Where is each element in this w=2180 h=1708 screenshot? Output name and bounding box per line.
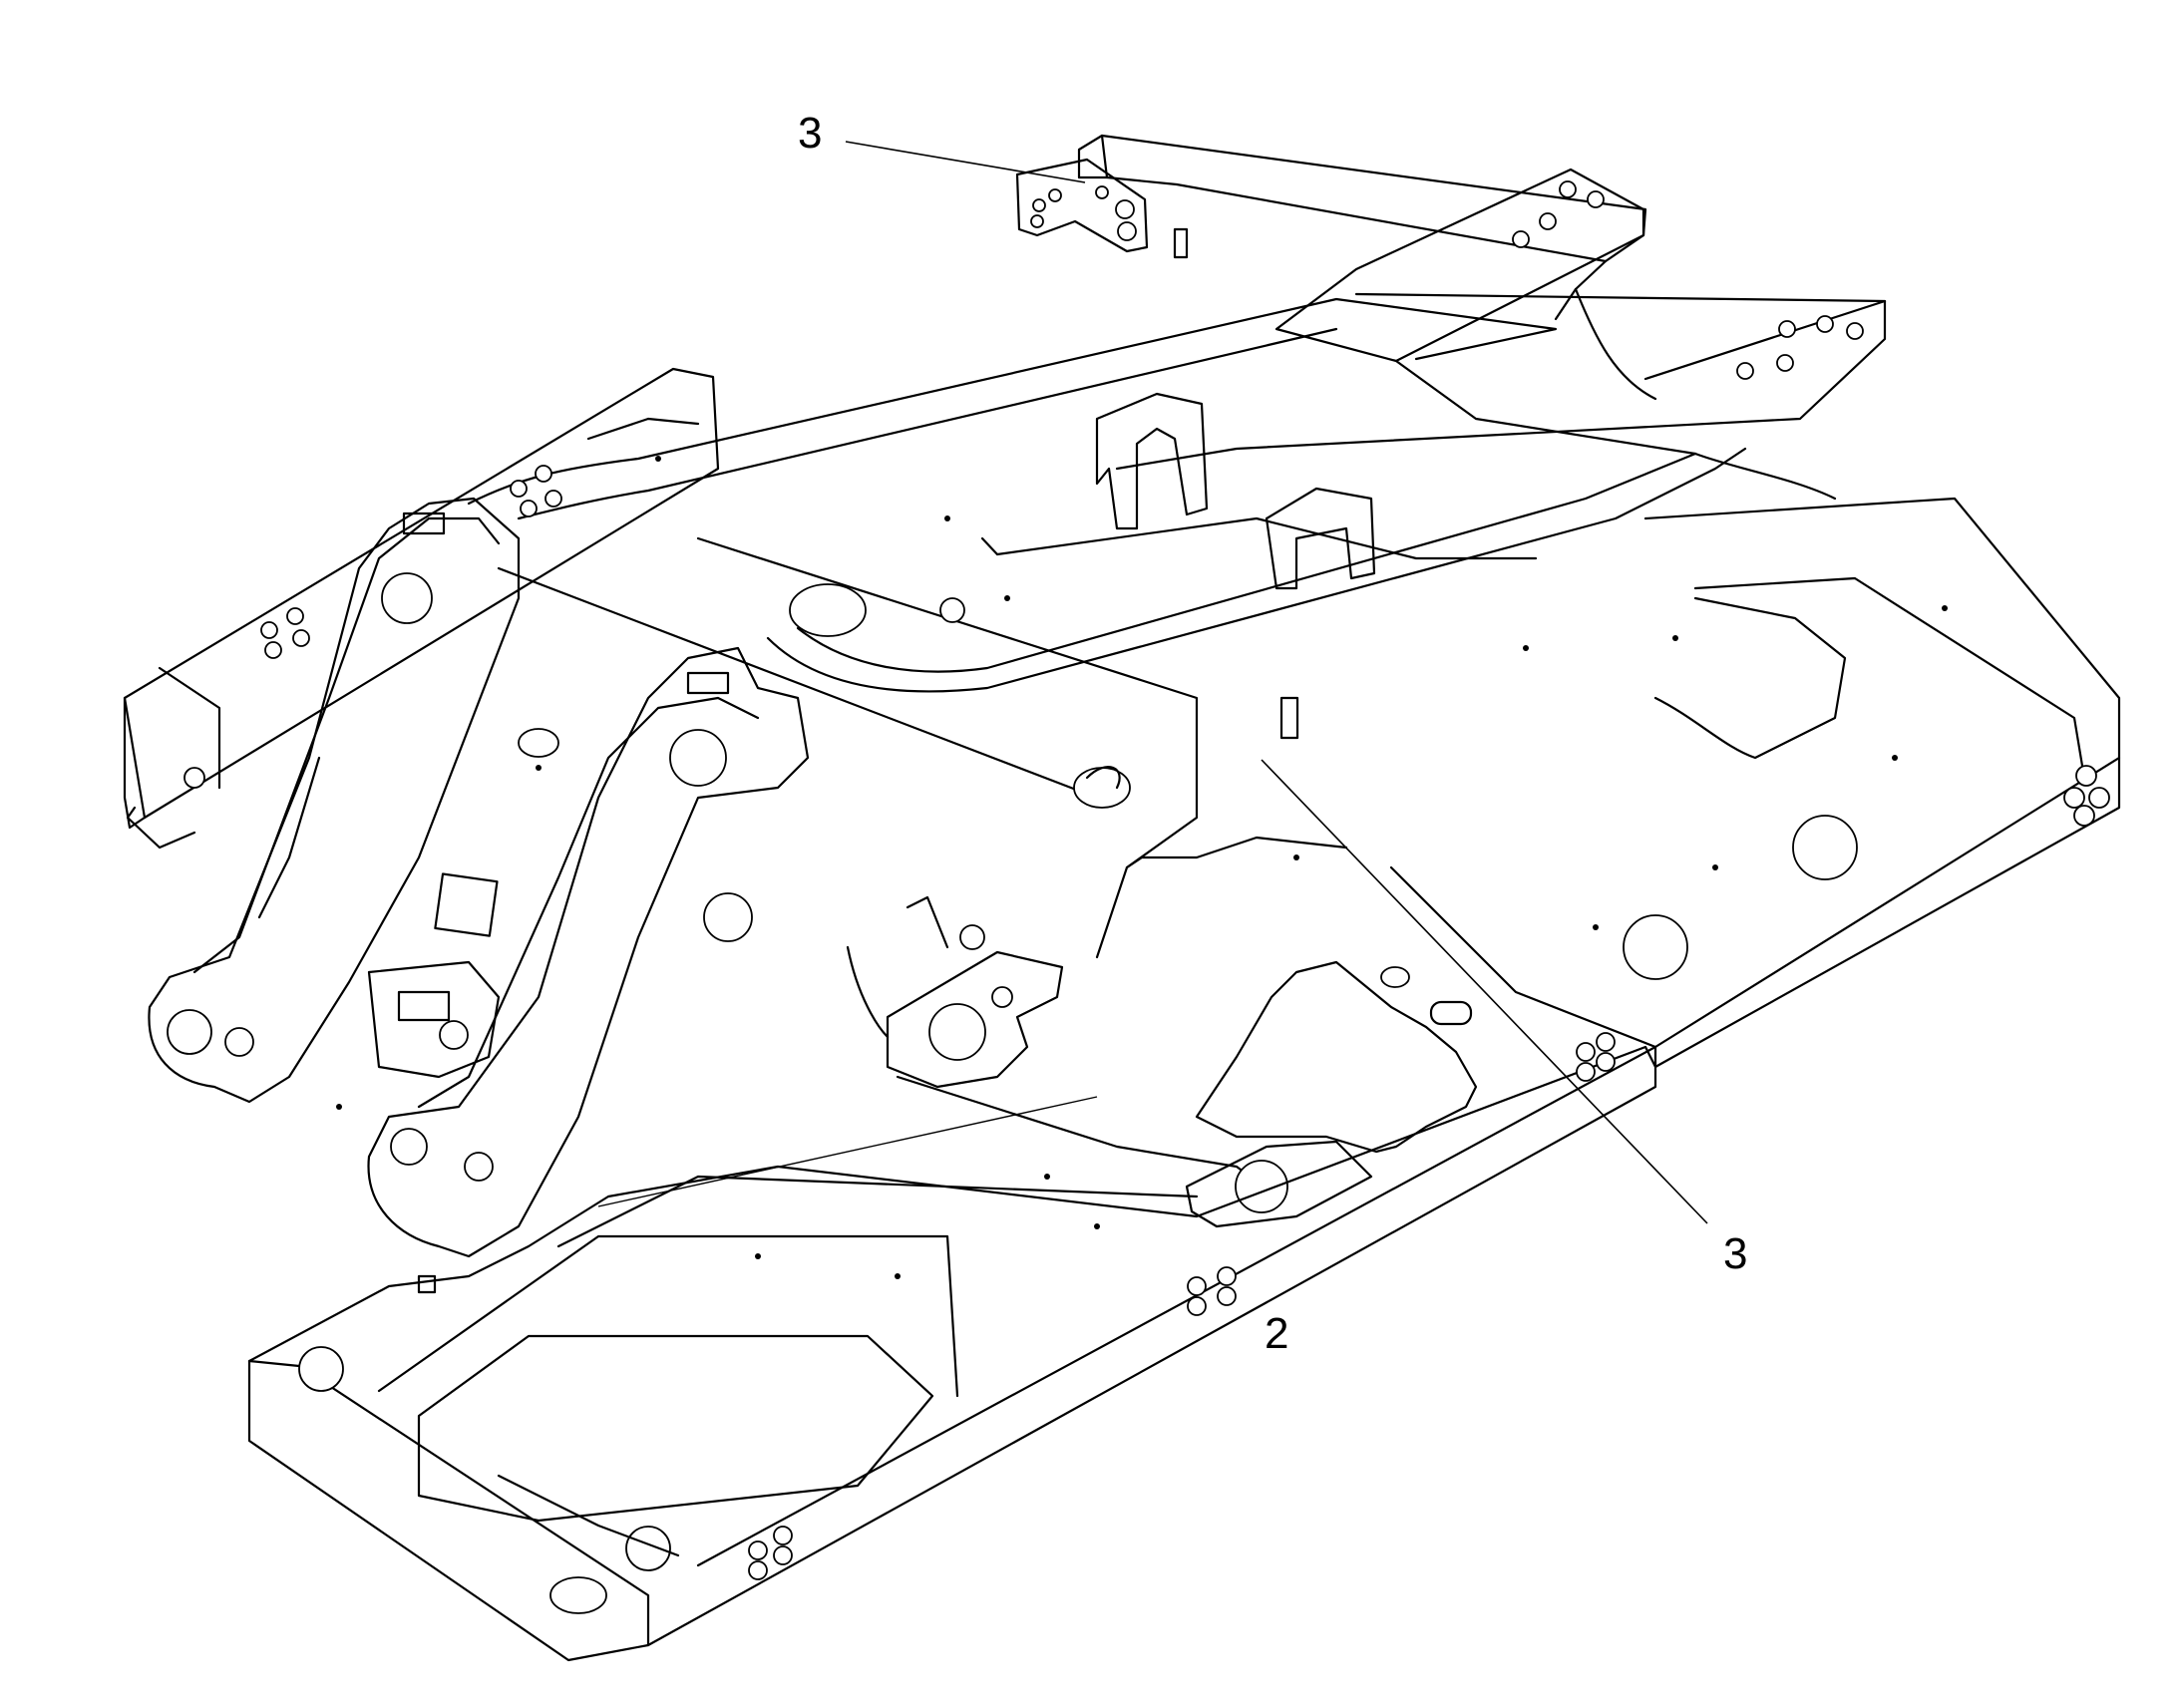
fastener-dots — [336, 456, 1948, 1279]
rear-upper-beam — [1077, 134, 1657, 401]
left-outer-tower — [148, 497, 521, 1104]
hook-brackets — [1095, 392, 1376, 590]
right-motor-mount — [1185, 1140, 1373, 1228]
front-left-cross-frame — [298, 1234, 959, 1614]
left-rear-side-plate — [123, 367, 720, 850]
right-floor-cutout — [1125, 836, 1478, 1154]
front-bottom-rail — [247, 1032, 1657, 1662]
central-floor-plate — [434, 536, 1199, 1248]
callout-label-3-right: 3 — [1723, 1229, 1747, 1278]
central-motor-mount — [846, 895, 1278, 1198]
leader-line-right — [1261, 759, 1708, 1224]
callout-label-3-top: 3 — [798, 109, 822, 158]
top-mount-bracket — [1015, 158, 1189, 259]
leader-line-top — [845, 141, 1086, 183]
diagonal-spine-beam — [467, 297, 1747, 693]
left-motor-mount — [367, 960, 501, 1079]
right-side-platform — [1279, 497, 2121, 1069]
right-main-rail — [1115, 180, 1887, 501]
left-inner-tower — [367, 646, 810, 1258]
callout-label-2: 2 — [1265, 1309, 1288, 1358]
